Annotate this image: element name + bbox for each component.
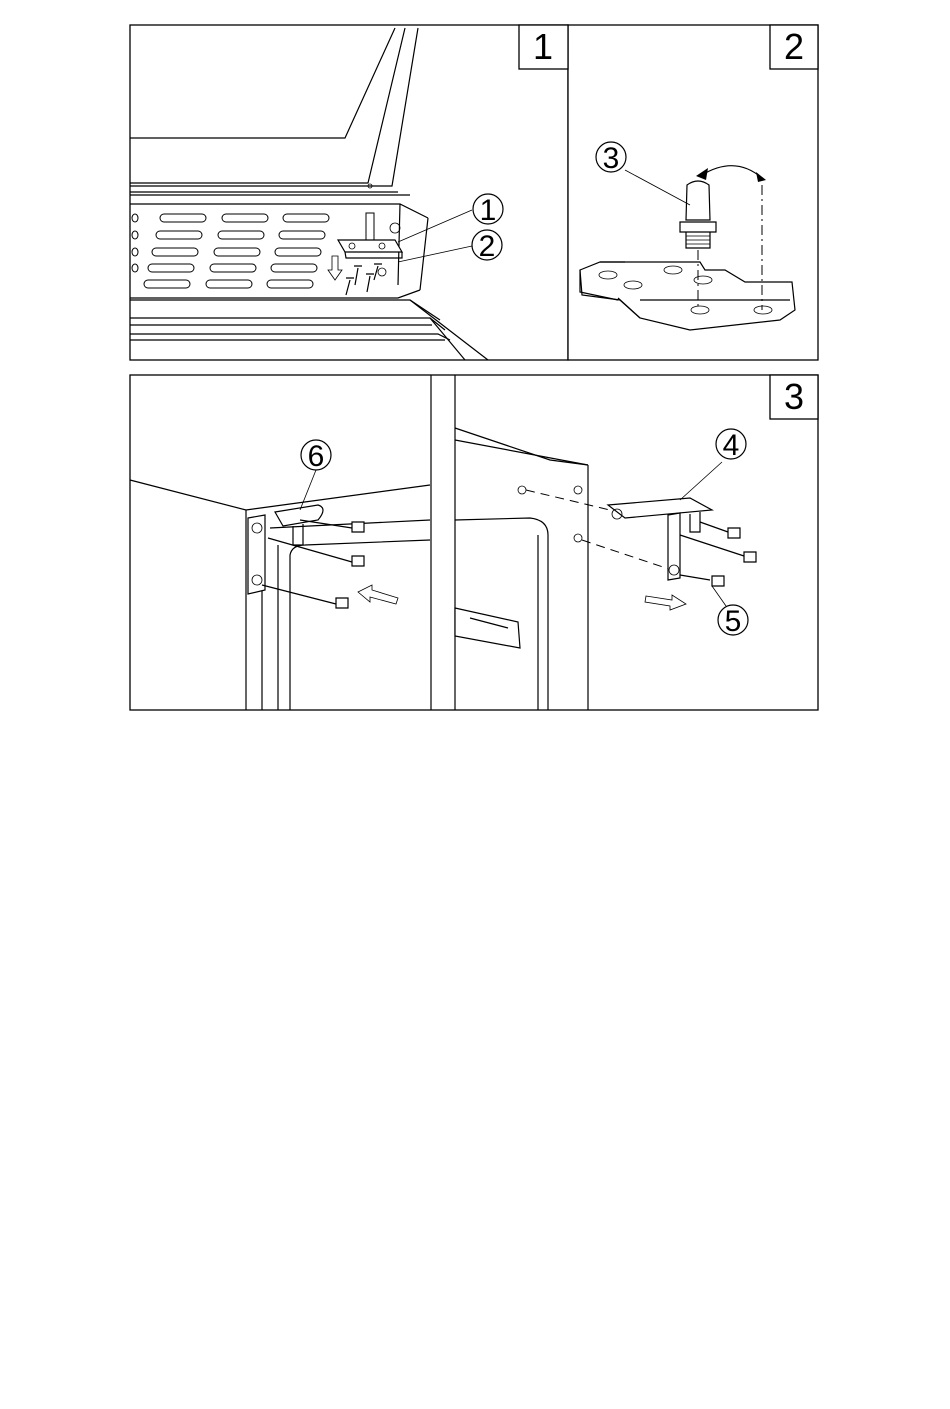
panel-3-number: 3: [784, 376, 804, 417]
panel-3: [130, 375, 818, 710]
panel-1-number: 1: [533, 26, 553, 67]
panel-3-frame: [130, 375, 818, 710]
callout-1: 1: [480, 194, 497, 227]
callout-4: 4: [723, 429, 740, 462]
callout-3: 3: [603, 142, 620, 175]
panel-1: [130, 25, 568, 360]
callout-2: 2: [479, 230, 496, 263]
callout-5: 5: [725, 605, 742, 638]
panel-2: [568, 25, 818, 360]
callout-6: 6: [308, 440, 325, 473]
panel-2-number: 2: [784, 26, 804, 67]
